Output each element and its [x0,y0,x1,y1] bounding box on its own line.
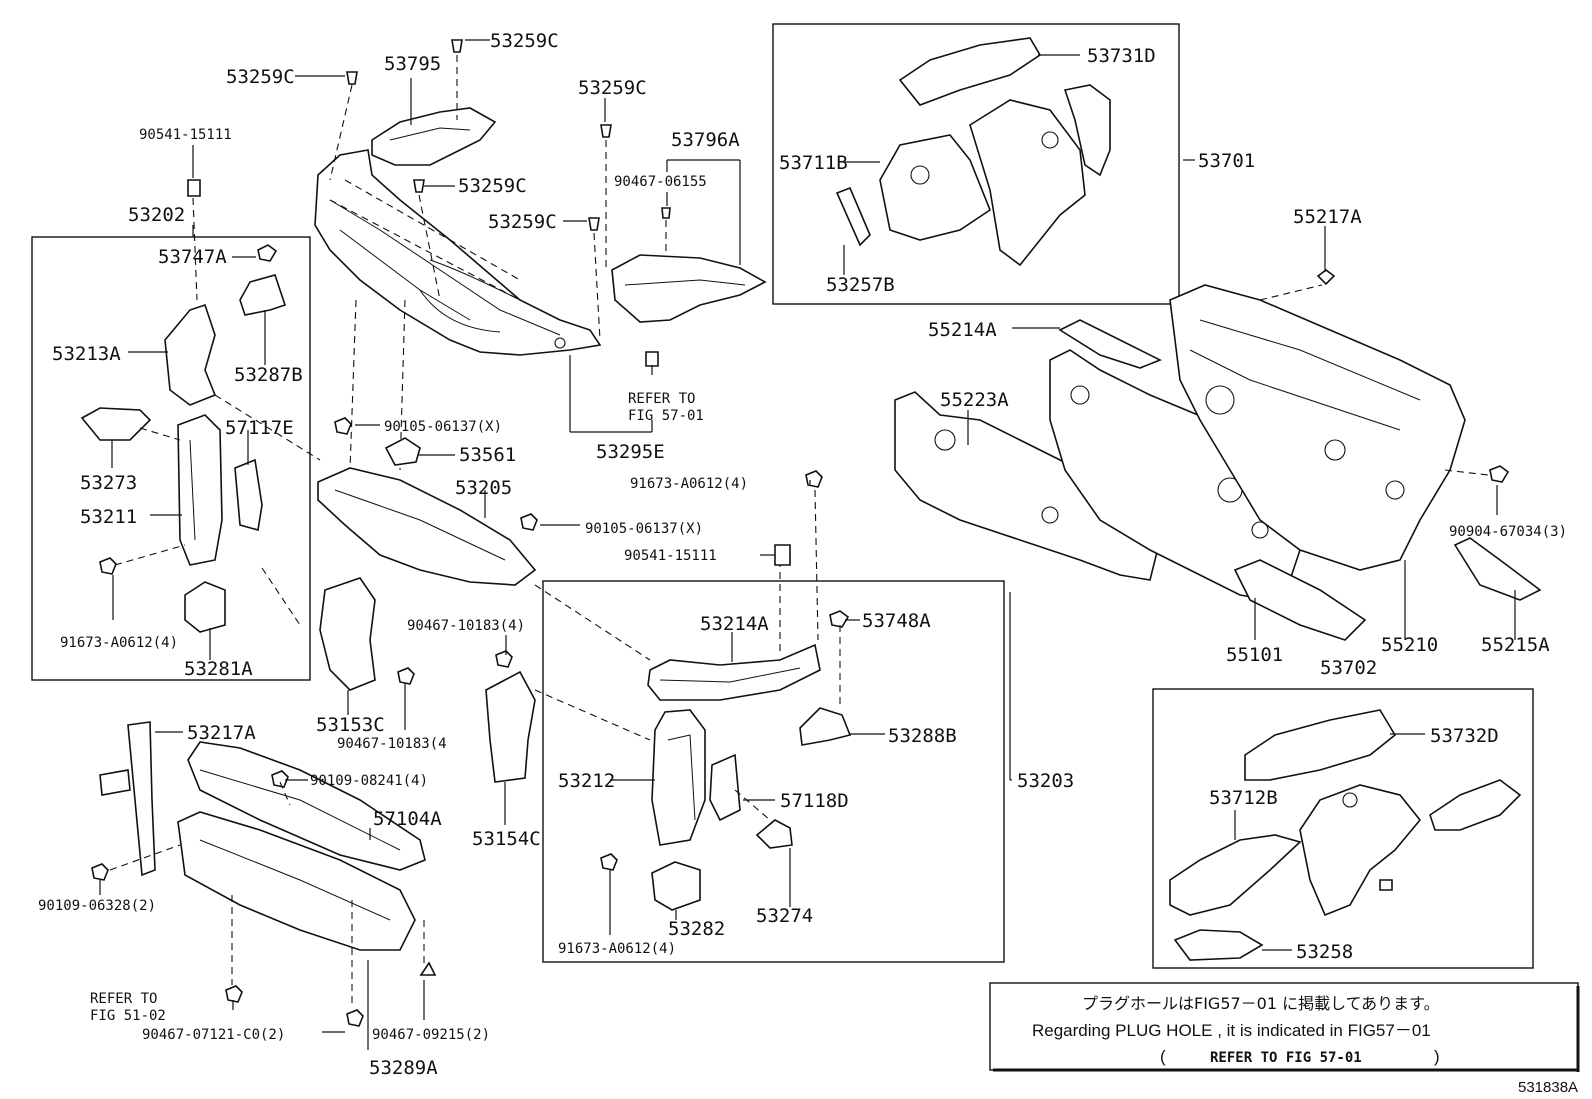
note-paren-open: ( [1160,1047,1166,1066]
part-53795-shape [371,107,497,166]
label-53202: 53202 [128,204,185,226]
refer-note-1-line2: FIG 57-01 [628,408,704,424]
group-box-53202 [31,236,311,681]
label-53288B: 53288B [888,725,957,747]
label-53213A: 53213A [52,343,121,365]
group-box-53701 [772,23,1180,305]
label-90105-06137-b: 90105-06137(X) [585,521,703,537]
dash-panel-group [894,269,1542,641]
label-53282: 53282 [668,918,725,940]
label-53214A: 53214A [700,613,769,635]
leader-lines [99,39,1516,1050]
label-53701: 53701 [1198,150,1255,172]
label-55217A: 55217A [1293,206,1362,228]
label-57117E: 57117E [225,417,294,439]
lower-front-parts [91,721,437,1027]
label-53259C-c: 53259C [578,77,647,99]
label-53281A: 53281A [184,658,253,680]
label-53289A: 53289A [369,1057,438,1079]
label-53259C-b: 53259C [226,66,295,88]
label-57104A: 57104A [373,808,442,830]
label-90109-06328: 90109-06328(2) [38,898,156,914]
fasteners-top [187,39,671,367]
label-55101: 55101 [1226,644,1283,666]
label-90109-08241: 90109-08241(4) [310,773,428,789]
part-labels: 53259C 53795 53259C 53259C 53796A 90467-… [38,30,1567,1079]
label-53287B: 53287B [234,364,303,386]
group-53203-parts [600,470,852,911]
label-90467-06155: 90467-06155 [614,174,707,190]
label-55215A: 55215A [1481,634,1550,656]
label-90467-10183-b: 90467-10183(4 [337,736,447,752]
label-90467-10183-a: 90467-10183(4) [407,618,525,634]
label-53259C-e: 53259C [488,211,557,233]
refer-note-2-line2: FIG 51-02 [90,1008,166,1024]
label-53259C-a: 53259C [490,30,559,52]
label-53211: 53211 [80,506,137,528]
note-paren-close: ) [1434,1047,1440,1066]
label-91673-A0612-b: 91673-A0612(4) [630,476,748,492]
figure-id: 531838A [1518,1079,1578,1096]
refer-note-1-line1: REFER TO [628,391,695,407]
part-53205-group [317,417,651,783]
label-53153C: 53153C [316,714,385,736]
label-53561: 53561 [459,444,516,466]
radiator-support-upper [314,149,602,356]
label-55214A: 55214A [928,319,997,341]
label-90467-09215: 90467-09215(2) [372,1027,490,1043]
part-53796A-shape [611,254,767,323]
label-53731D: 53731D [1087,45,1156,67]
label-53217A: 53217A [187,722,256,744]
label-53702: 53702 [1320,657,1377,679]
label-55223A: 55223A [940,389,1009,411]
label-53274: 53274 [756,905,813,927]
label-90904-67034: 90904-67034(3) [1449,524,1567,540]
group-53701-parts [835,37,1111,267]
label-53748A: 53748A [862,610,931,632]
group-53202-parts [80,244,321,633]
label-53203: 53203 [1017,770,1074,792]
label-90467-07121-C0: 90467-07121-C0(2) [142,1027,285,1043]
refer-notes: REFER TO FIG 57-01 REFER TO FIG 51-02 [90,391,704,1024]
label-53205: 53205 [455,477,512,499]
label-53747A: 53747A [158,246,227,268]
label-90105-06137-a: 90105-06137(X) [384,419,502,435]
label-91673-A0612-c: 91673-A0612(4) [558,941,676,957]
label-90541-15111-a: 90541-15111 [139,127,232,143]
label-53258: 53258 [1296,941,1353,963]
plug-hole-note: プラグホールはFIG57－01 に掲載してあります。 Regarding PLU… [1032,994,1440,1066]
label-53711B: 53711B [779,152,848,174]
group-53702-parts [1169,709,1522,961]
group-box-53702 [1152,688,1534,969]
label-53712B: 53712B [1209,787,1278,809]
label-53212: 53212 [558,770,615,792]
note-japanese: プラグホールはFIG57－01 に掲載してあります。 [1082,994,1440,1013]
label-53795: 53795 [384,53,441,75]
label-55210: 55210 [1381,634,1438,656]
label-53796A: 53796A [671,129,740,151]
group-box-53203 [542,580,1005,963]
refer-note-2-line1: REFER TO [90,991,157,1007]
label-53295E: 53295E [596,441,665,463]
label-53732D: 53732D [1430,725,1499,747]
label-90541-15111-b: 90541-15111 [624,548,717,564]
label-91673-A0612-a: 91673-A0612(4) [60,635,178,651]
assembly-lines-top [192,55,667,471]
label-53273: 53273 [80,472,137,494]
note-english: Regarding PLUG HOLE , it is indicated in… [1032,1021,1431,1040]
label-53154C: 53154C [472,828,541,850]
label-53257B: 53257B [826,274,895,296]
label-57118D: 57118D [780,790,849,812]
label-53259C-d: 53259C [458,175,527,197]
note-refer: REFER TO FIG 57-01 [1210,1050,1362,1066]
